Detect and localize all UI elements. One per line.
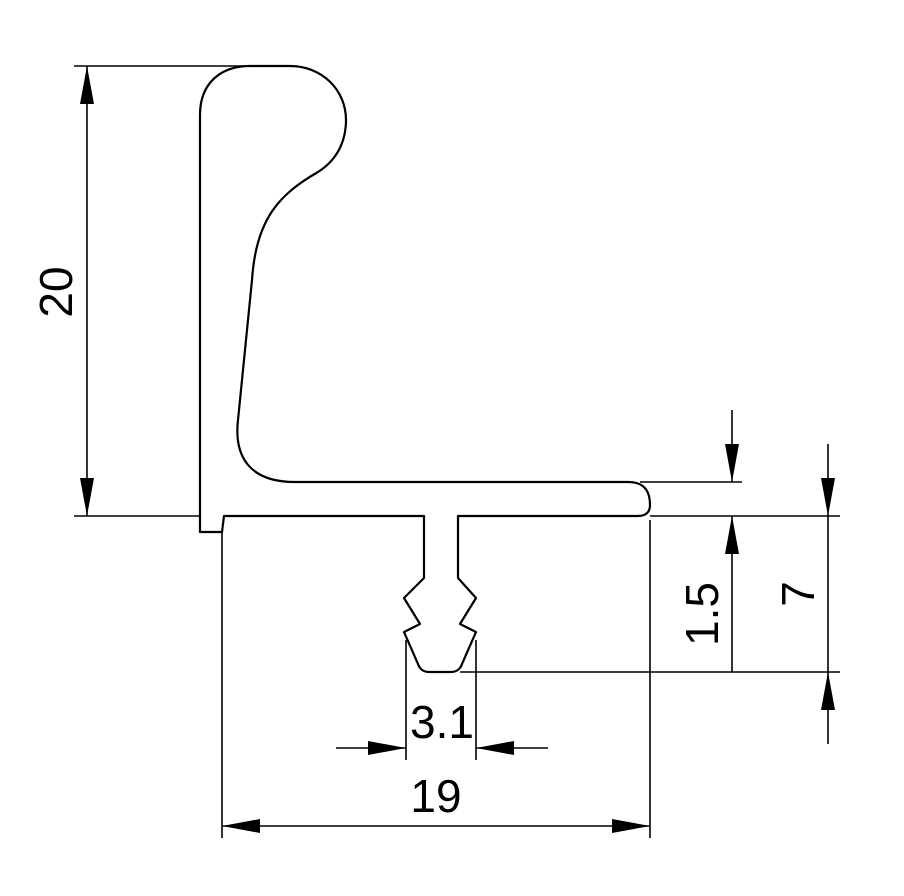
arrowhead-depth-top [821,478,835,516]
dimension-label-20: 20 [30,266,82,317]
arrowhead-right [612,819,650,833]
arrowhead-depth-bottom [821,672,835,710]
arrowhead-left [222,819,260,833]
arrowhead-top [80,66,94,104]
arrowhead-tongue-right [476,741,514,755]
dimension-label-1-5: 1.5 [676,582,728,646]
dimension-depth-7: 7 [460,444,840,744]
dimension-width-19: 19 [221,520,651,838]
arrowhead-tongue-left [368,741,406,755]
dimension-label-7: 7 [772,581,824,607]
dimension-lip-1-5: 1.5 [640,410,840,672]
dimension-label-3-1: 3.1 [410,696,474,748]
dimension-tongue-width-3-1: 3.1 [336,640,548,760]
dimension-label-19: 19 [410,770,461,822]
arrowhead-lip-top [725,444,739,482]
dimension-height-20: 20 [30,65,250,517]
arrowhead-bottom [80,478,94,516]
arrowhead-lip-bottom [725,516,739,554]
profile-outline [198,64,652,674]
